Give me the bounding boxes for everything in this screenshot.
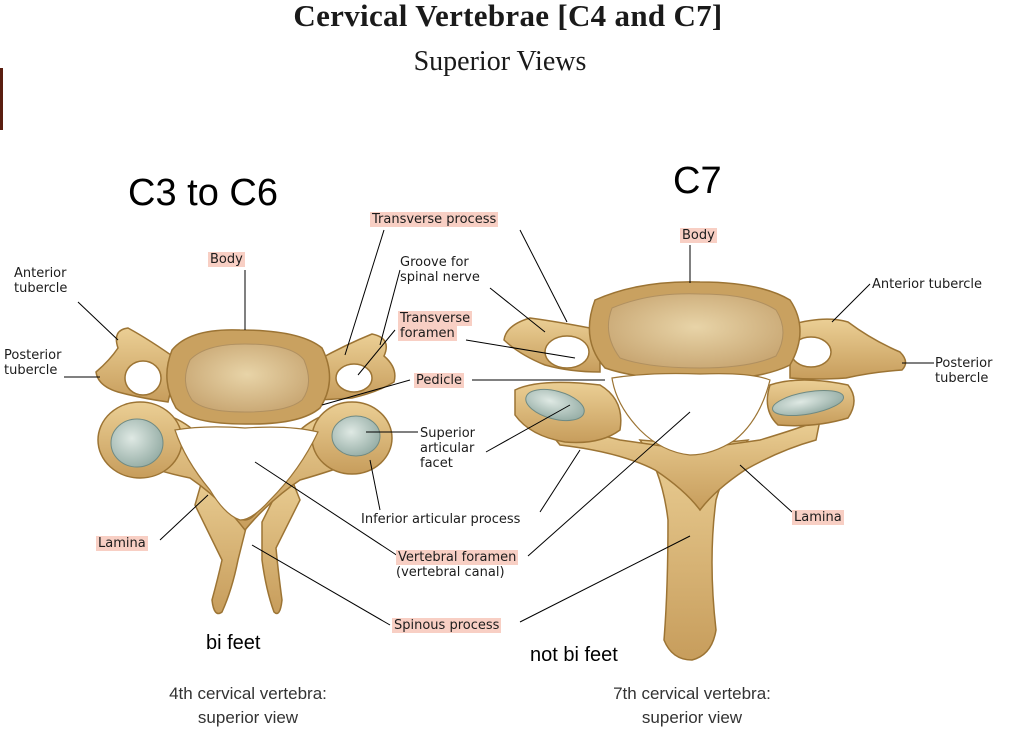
c4-vertebral-foramen: [174, 426, 319, 521]
label-posterior-tubercle-c4-line1: Posterior: [4, 348, 62, 363]
label-body-c4: Body: [208, 252, 245, 267]
c4-left-superior-facet: [110, 418, 164, 468]
heading-c3-c6: C3 to C6: [128, 172, 278, 214]
left-edge-bar: [0, 68, 3, 130]
label-inferior-articular-process: Inferior articular process: [361, 512, 521, 527]
label-anterior-tubercle-c7: Anterior tubercle: [872, 277, 983, 292]
label-transverse-foramen-line2: foramen: [398, 326, 457, 341]
label-anterior-tubercle-line1: Anterior: [14, 266, 67, 281]
label-transverse-process: Transverse process: [370, 212, 499, 227]
heading-c7: C7: [673, 160, 722, 202]
label-superior-articular-line1: Superior: [420, 426, 475, 441]
label-superior-articular-line2: articular: [420, 441, 475, 456]
c7-vertebral-foramen: [611, 372, 771, 456]
label-posterior-tubercle-c4: Posterior tubercle: [4, 348, 61, 378]
label-spinous-process: Spinous process: [392, 618, 502, 633]
label-groove: Groove for spinal nerve: [400, 255, 480, 285]
label-groove-line2: spinal nerve: [400, 270, 480, 285]
leader-lines: [64, 229, 934, 626]
caption-c4-line2: superior view: [197, 708, 299, 727]
caption-c7-line1: 7th cervical vertebra:: [613, 684, 771, 703]
label-lamina-c7: Lamina: [792, 510, 844, 525]
note-not-bi-feet: not bi feet: [530, 644, 618, 666]
c7-vertebra: [503, 281, 907, 661]
note-bi-feet: bi feet: [206, 632, 261, 654]
c4-left-transverse-foramen: [124, 360, 162, 396]
c7-left-superior-facet: [525, 388, 585, 422]
c4-right-transverse-foramen: [335, 363, 373, 393]
label-anterior-tubercle-c4: Anterior tubercle: [14, 266, 67, 296]
caption-c4: 4th cervical vertebra: superior view: [128, 682, 368, 730]
label-superior-articular-facet: Superior articular facet: [420, 426, 475, 471]
label-lamina-c4: Lamina: [96, 536, 148, 551]
c4-spinous-process-right-foot: [261, 468, 301, 615]
label-posterior-tubercle-c7-line2: tubercle: [935, 371, 989, 386]
c7-right-superior-facet: [771, 389, 845, 417]
label-vertebral-foramen-line2: (vertebral canal): [396, 565, 505, 580]
label-vertebral-foramen-line1: Vertebral foramen: [396, 550, 519, 565]
c7-body-surface: [607, 293, 784, 369]
label-superior-articular-line3: facet: [420, 456, 453, 471]
c4-body-surface: [185, 343, 309, 413]
label-transverse-foramen-line1: Transverse: [398, 311, 473, 326]
caption-c4-line1: 4th cervical vertebra:: [169, 684, 327, 703]
label-anterior-tubercle-line2: tubercle: [14, 281, 68, 296]
c4-vertebra: [95, 327, 396, 615]
caption-c7-line2: superior view: [641, 708, 743, 727]
c7-spinous-process: [638, 439, 750, 661]
c4-right-superior-facet: [331, 415, 381, 457]
label-vertebral-foramen: Vertebral foramen (vertebral canal): [396, 550, 519, 580]
label-body-c7: Body: [680, 228, 717, 243]
caption-c7: 7th cervical vertebra: superior view: [572, 682, 812, 730]
label-posterior-tubercle-c7-line1: Posterior: [935, 356, 993, 371]
label-posterior-tubercle-c7: Posterior tubercle: [935, 356, 992, 386]
c7-left-transverse-foramen: [544, 335, 590, 369]
c7-lamina-arch: [538, 418, 822, 512]
label-transverse-foramen: Transverse foramen: [398, 311, 473, 341]
label-groove-line1: Groove for: [400, 255, 469, 270]
label-pedicle: Pedicle: [414, 373, 464, 388]
page-title: Cervical Vertebrae [C4 and C7]: [293, 0, 723, 33]
page-subtitle: Superior Views: [413, 46, 587, 77]
label-posterior-tubercle-c4-line2: tubercle: [4, 363, 58, 378]
